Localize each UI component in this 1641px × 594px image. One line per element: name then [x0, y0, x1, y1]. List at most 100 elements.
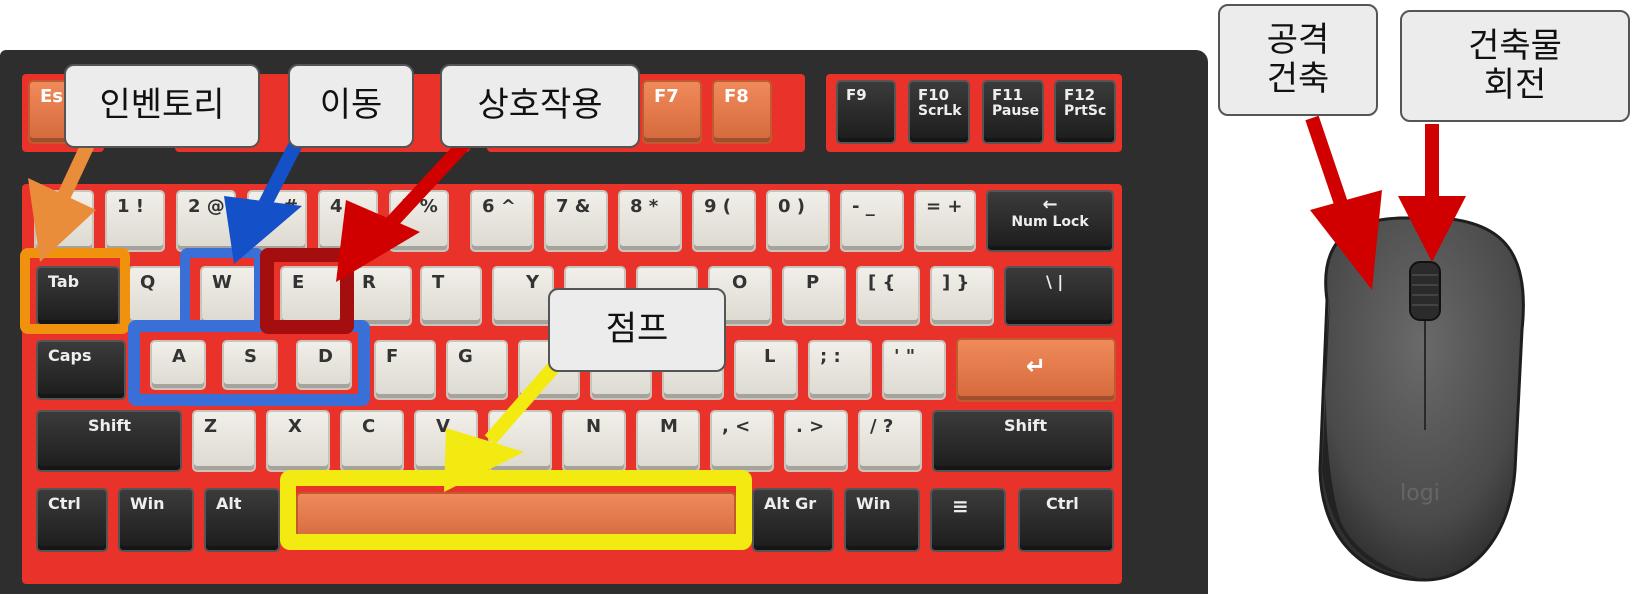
key-label: 9 (: [704, 196, 732, 217]
key-9[interactable]: 9 (: [692, 190, 756, 252]
key-label: F: [386, 346, 399, 367]
key-7[interactable]: 7 &: [544, 190, 608, 252]
key-backtick[interactable]: [34, 190, 94, 252]
key-label: 8 *: [630, 196, 659, 217]
key-label: V: [436, 416, 450, 437]
key-comma[interactable]: , <: [710, 410, 774, 472]
key-label: ↵: [1025, 352, 1047, 380]
key-0[interactable]: 0 ): [766, 190, 830, 252]
key-label: A: [172, 346, 186, 367]
key-c[interactable]: C: [340, 410, 404, 472]
callout-inventory: 인벤토리: [64, 64, 260, 148]
key-label: P: [806, 272, 820, 293]
key-x[interactable]: X: [266, 410, 330, 472]
key-4[interactable]: 4: [318, 190, 378, 252]
mouse-icon: [1318, 216, 1525, 582]
key-rbracket[interactable]: ] }: [930, 266, 994, 326]
key-label: O: [732, 272, 748, 293]
arrow-attack-head: [1310, 190, 1382, 290]
key-minus[interactable]: - _: [840, 190, 904, 252]
key-5[interactable]: 5 %: [389, 190, 449, 252]
key-slash[interactable]: / ?: [858, 410, 922, 472]
callout-label: 회전: [1483, 65, 1547, 105]
key-label: Alt Gr: [764, 494, 817, 513]
key-sublabel: PrtSc: [1064, 102, 1107, 119]
key-win-right[interactable]: Win: [844, 488, 920, 552]
key-f9[interactable]: F9: [836, 80, 896, 144]
callout-label: 건축: [1266, 59, 1330, 99]
highlight-interact: [260, 248, 354, 334]
key-backslash[interactable]: \ |: [1004, 266, 1114, 326]
key-b[interactable]: [488, 410, 552, 472]
key-r[interactable]: R: [350, 266, 412, 326]
key-label: F11: [992, 86, 1024, 104]
key-label: , <: [722, 416, 751, 437]
key-f[interactable]: F: [374, 340, 436, 400]
key-win-left[interactable]: Win: [118, 488, 194, 552]
key-menu[interactable]: ≡: [930, 488, 1006, 552]
key-label: Win: [130, 494, 165, 513]
key-g[interactable]: G: [446, 340, 508, 400]
key-label: F7: [654, 86, 679, 107]
key-label: ; :: [820, 346, 841, 367]
key-label: = +: [926, 196, 963, 217]
key-s[interactable]: S: [222, 340, 278, 390]
key-lbracket[interactable]: [ {: [856, 266, 920, 326]
key-z[interactable]: Z: [192, 410, 256, 472]
scroll-wheel-icon: [1409, 261, 1441, 321]
key-semicolon[interactable]: ; :: [808, 340, 872, 400]
key-d[interactable]: D: [296, 340, 352, 390]
key-equal[interactable]: = +: [914, 190, 976, 252]
key-label: 1 !: [117, 196, 144, 217]
key-f8[interactable]: F8: [712, 80, 772, 144]
callout-label: 건축물: [1468, 25, 1562, 66]
key-label: Shift: [1004, 416, 1048, 435]
key-period[interactable]: . >: [784, 410, 848, 472]
key-shift-left[interactable]: Shift: [36, 410, 182, 472]
key-a[interactable]: A: [150, 340, 206, 390]
key-w[interactable]: W: [200, 266, 262, 326]
key-label: Win: [856, 494, 891, 513]
key-ctrl-right[interactable]: Ctrl: [1018, 488, 1114, 552]
key-quote[interactable]: ' ": [882, 340, 946, 400]
key-altgr[interactable]: Alt Gr: [752, 488, 834, 552]
key-label: F12: [1064, 86, 1096, 104]
key-label: ' ": [894, 346, 916, 367]
key-enter[interactable]: ↵: [956, 338, 1116, 402]
key-label: X: [288, 416, 302, 437]
key-m[interactable]: M: [636, 410, 700, 472]
key-label: C: [362, 416, 376, 437]
key-1[interactable]: 1 !: [105, 190, 165, 252]
key-label: \ |: [1046, 272, 1064, 291]
callout-move: 이동: [288, 64, 414, 148]
key-ctrl-left[interactable]: Ctrl: [36, 488, 108, 552]
key-v[interactable]: V: [414, 410, 478, 472]
key-f7[interactable]: F7: [642, 80, 702, 144]
key-p[interactable]: P: [782, 266, 846, 326]
key-6[interactable]: 6 ^: [470, 190, 534, 252]
key-t[interactable]: T: [420, 266, 482, 326]
key-alt[interactable]: Alt: [204, 488, 280, 552]
key-label: / ?: [870, 416, 894, 437]
key-label: G: [458, 346, 473, 367]
key-y[interactable]: Y: [492, 266, 554, 326]
key-label: M: [660, 416, 678, 437]
key-caps[interactable]: Caps: [36, 340, 126, 400]
key-n[interactable]: N: [562, 410, 626, 472]
callout-interact: 상호작용: [440, 64, 640, 148]
key-label: Ctrl: [1046, 494, 1079, 513]
key-backspace[interactable]: ←Num Lock: [986, 190, 1114, 252]
key-label: R: [362, 272, 376, 293]
key-shift-right[interactable]: Shift: [932, 410, 1114, 472]
key-label: #: [283, 196, 299, 217]
key-tab[interactable]: Tab: [36, 266, 120, 326]
key-3[interactable]: #: [247, 190, 307, 252]
key-2[interactable]: 2 @: [176, 190, 236, 252]
key-8[interactable]: 8 *: [618, 190, 682, 252]
mouse-brand: logi: [1400, 481, 1440, 506]
key-l[interactable]: L: [734, 340, 798, 400]
key-label: Shift: [88, 416, 132, 435]
